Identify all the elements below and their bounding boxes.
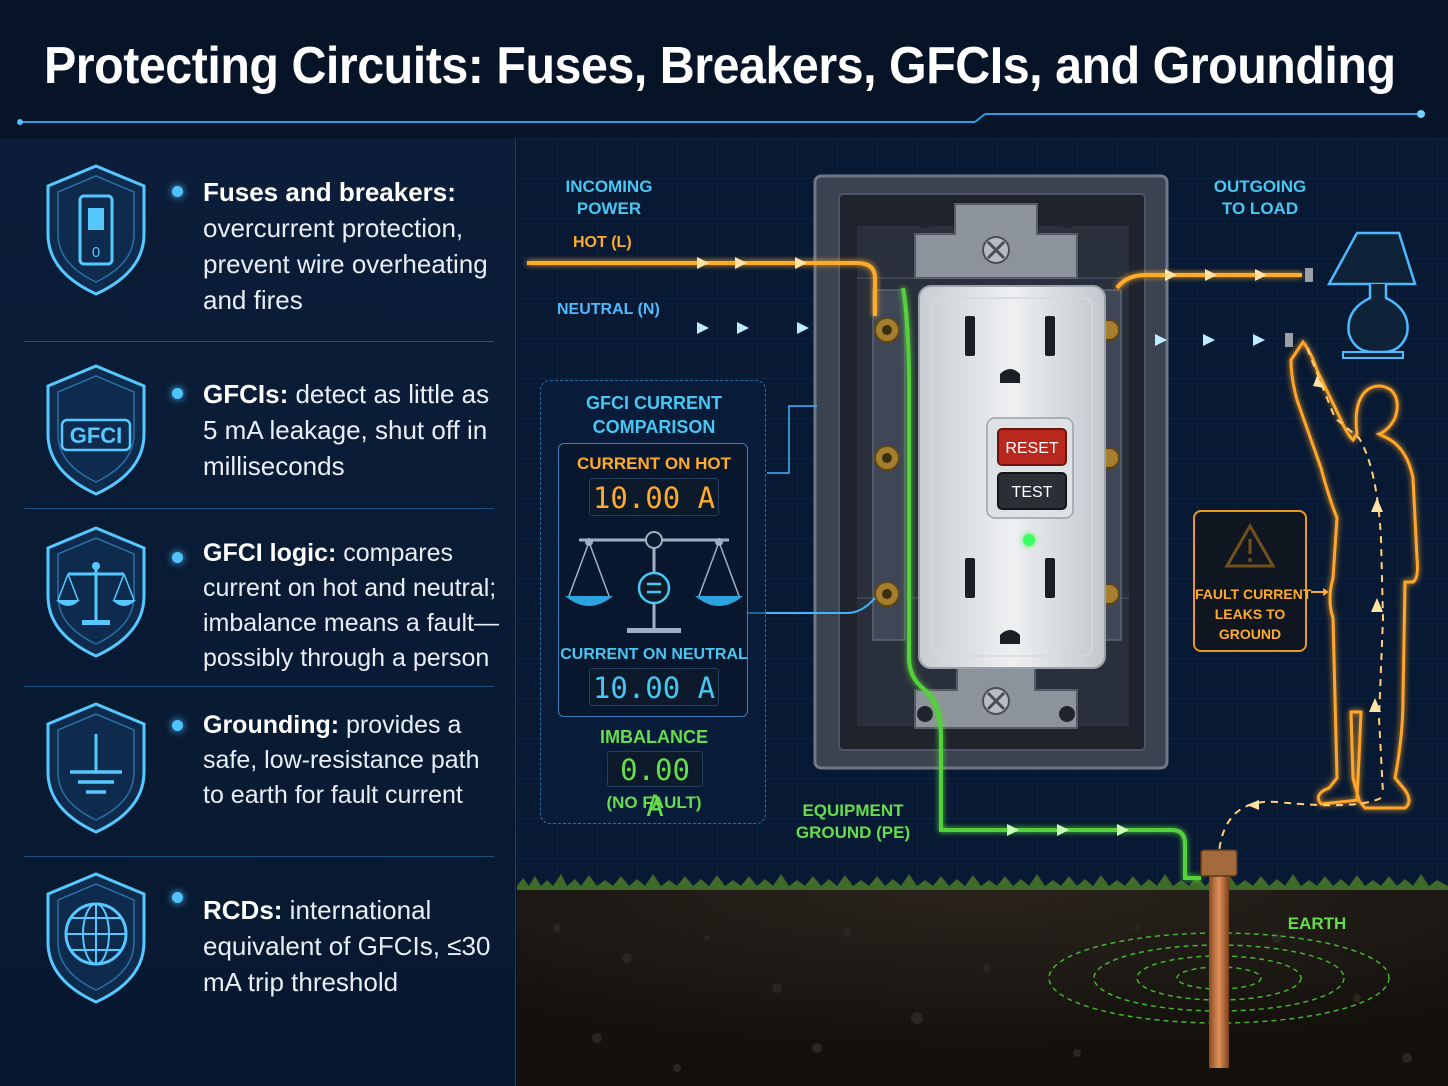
hot-wire-in [527, 261, 877, 316]
circuit-diagram: INCOMING POWER OUTGOING TO LOAD HOT (L) … [517, 138, 1448, 1086]
reset-button[interactable]: RESET [997, 428, 1067, 466]
fuses-desc: overcurrent protection, prevent wire ove… [203, 213, 488, 315]
divider [24, 508, 494, 509]
gfci-desc: detect as little as 5 mA leakage, shut o… [203, 379, 490, 481]
globe-icon [46, 872, 146, 1004]
upper-receptacle [965, 316, 1055, 383]
bullet-dot [172, 892, 183, 903]
outgoing-load-label: OUTGOING TO LOAD [1213, 177, 1307, 218]
soil [517, 886, 1448, 1086]
equipment-ground-label: EQUIPMENT GROUND (PE) [795, 801, 911, 842]
fault-current-label: FAULT CURRENT LEAKS TO GROUND [1195, 586, 1312, 642]
gfci-logic-heading: GFCI logic: [203, 539, 337, 567]
divider [24, 686, 494, 687]
fault-current-callout: FAULT CURRENT LEAKS TO GROUND [1193, 510, 1312, 652]
test-button[interactable]: TEST [997, 472, 1067, 510]
gfci-icon-label: GFCI [70, 423, 123, 448]
hot-label: HOT (L) [573, 234, 632, 251]
hot-wire-out [1115, 273, 1302, 290]
status-led [1023, 534, 1035, 546]
neutral-label: NEUTRAL (N) [557, 301, 660, 318]
bullet-dot [172, 720, 183, 731]
fuse-switch-icon: 0 [46, 164, 146, 296]
current-readouts: CURRENT ON HOT 10.00 A CURRENT ON NEUTRA… [558, 443, 748, 717]
person-silhouette [1289, 339, 1419, 810]
gfci-logic-text: GFCI logic: compares current on hot and … [203, 536, 507, 676]
gfci-logic-desc: compares current on hot and neutral; imb… [203, 539, 499, 672]
ground-rod [1209, 856, 1229, 1068]
balance-scale-icon [46, 526, 146, 658]
gfci-comparison-panel: GFCI CURRENT COMPARISON CURRENT ON HOT 1… [540, 380, 766, 824]
page-title: Protecting Circuits: Fuses, Breakers, GF… [44, 37, 1396, 95]
wire-arrows [697, 257, 1267, 836]
rcds-heading: RCDs: [203, 895, 283, 925]
ground-wire [901, 287, 1201, 880]
fuse-icon-label: 0 [92, 244, 100, 261]
grounding-text: Grounding: provides a safe, low-resistan… [203, 708, 507, 813]
bullet-dot [172, 388, 183, 399]
grounding-heading: Grounding: [203, 711, 340, 739]
summary-panel: 0 Fuses and breakers: overcurrent protec… [0, 138, 516, 1086]
imbalance-label: IMBALANCE [600, 727, 708, 747]
title-divider [17, 110, 1425, 125]
balance-scale-graphic [565, 531, 743, 633]
divider [24, 856, 494, 857]
gfci-shield-icon: GFCI [46, 364, 146, 496]
rcds-desc: international equivalent of GFCIs, ≤30 m… [203, 895, 491, 997]
fault-arrows [1247, 376, 1383, 810]
ground-clamp [1200, 849, 1238, 877]
current-hot-label: CURRENT ON HOT [577, 454, 731, 473]
fault-path [1218, 347, 1385, 853]
ground-symbol-icon [46, 702, 146, 834]
earth-label: EARTH [1287, 914, 1347, 933]
bullet-dot [172, 552, 183, 563]
lamp-icon [1285, 231, 1417, 359]
grounding-desc: provides a safe, low-resistance path to … [203, 711, 480, 809]
gfci-heading: GFCIs: [203, 379, 289, 409]
incoming-power-label: INCOMING POWER [565, 177, 653, 218]
gfci-text: GFCIs: detect as little as 5 mA leakage,… [203, 376, 503, 484]
bullet-dot [172, 186, 183, 197]
lower-receptacle [965, 558, 1055, 644]
soil-pebbles [553, 924, 1412, 1072]
gfci-comparison-title: GFCI CURRENT COMPARISON [586, 393, 722, 437]
rcds-text: RCDs: international equivalent of GFCIs,… [203, 892, 503, 1000]
imbalance-value: 0.00 A [607, 751, 703, 823]
current-neutral-value: 10.00 A [589, 668, 719, 706]
current-hot-value: 10.00 A [589, 478, 719, 516]
fault-arrow [1311, 588, 1329, 596]
no-fault-label: (NO FAULT) [606, 793, 702, 812]
current-neutral-label: CURRENT ON NEUTRAL [560, 646, 748, 663]
divider [24, 341, 494, 342]
mounting-strap [914, 203, 1078, 729]
fuses-text: Fuses and breakers: overcurrent protecti… [203, 174, 503, 318]
fuses-heading: Fuses and breakers: [203, 177, 456, 207]
